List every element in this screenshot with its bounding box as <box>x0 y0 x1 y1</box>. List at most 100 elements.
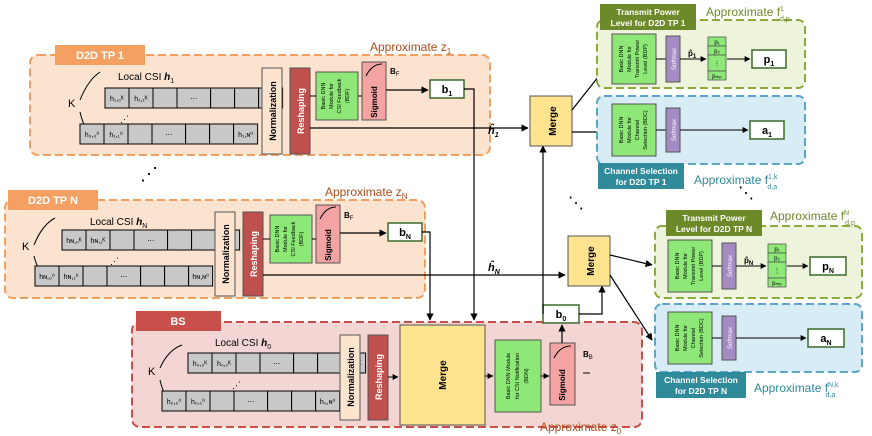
tpN-csi-sym: h <box>136 217 142 228</box>
right1-bdp-line4: Level (BDP) <box>643 44 649 74</box>
bs-bits-sub: B <box>589 355 593 361</box>
tp1-normalization-label: Normalization <box>268 81 278 141</box>
tp1-top-cell-label: ⋯ <box>190 96 197 103</box>
rightN-p-output-box <box>809 256 847 276</box>
tp1-tag <box>55 45 145 65</box>
tpN-bdf-line4: (BDF) <box>299 232 305 247</box>
svg-text:p̂1: p̂1 <box>688 49 697 60</box>
svg-text:⋰: ⋰ <box>232 380 241 390</box>
right1-p-output-sub: 1 <box>770 61 774 68</box>
rightN-a-output: a <box>820 333 827 345</box>
tp1-sigmoid-curve <box>365 63 383 77</box>
tpN-bdf-line1: Basic DNN <box>275 226 281 253</box>
svg-text:p1: p1 <box>764 54 775 68</box>
right1-power-title-box <box>600 4 696 30</box>
svg-text:b1: b1 <box>442 84 453 98</box>
right1-pvec-cell-label: p₂ <box>714 49 720 55</box>
svg-text:⋰: ⋰ <box>120 114 129 124</box>
tp1-k-label: K <box>68 98 76 110</box>
tpN-sigmoid-label: Sigmoid <box>324 229 333 261</box>
tpN-bdf-line3: CSI Feedback <box>291 221 297 256</box>
tpN-k-label: K <box>22 241 30 253</box>
rightN-approx-p: Approximate f <box>770 209 845 223</box>
rightN-bdc-line3: Channel <box>691 328 697 349</box>
tpN-bits-sub: F <box>350 216 354 222</box>
tp1-csi-sub: 1 <box>170 78 174 85</box>
tpN-top-cell <box>191 229 217 251</box>
tp1-csi-label: Local CSI <box>118 72 164 83</box>
bs-top-cell-label: h₀,₁ᴷ <box>217 361 231 368</box>
tp1-top-cell <box>210 87 236 109</box>
rightN-channel-title-box <box>656 372 746 398</box>
right1-bdc-line1: Basic DNN <box>619 117 625 144</box>
tpN-normalization-block <box>214 211 236 297</box>
tp1-approx: Approximate z <box>370 40 447 54</box>
right1-bdp-block <box>611 33 657 85</box>
right1-phat-sub: 1 <box>693 54 697 60</box>
tpN-tag <box>8 190 98 210</box>
svg-text:⋱: ⋱ <box>568 195 584 212</box>
tp1-bdf-block <box>315 71 359 121</box>
svg-text:pN: pN <box>822 261 834 275</box>
bs-k-label: K <box>148 366 156 378</box>
rightN-a-output-sub: N <box>827 340 832 347</box>
rightN-power-title-box <box>666 210 762 236</box>
tp1-normalization-block <box>261 67 283 155</box>
tp1-tag-label: D2D TP 1 <box>76 50 124 62</box>
right1-approx-p: Approximate f <box>706 5 781 19</box>
tpN-bot-cell <box>188 265 214 287</box>
svg-text:ĥN: ĥN <box>488 260 501 276</box>
rightN-bdp-block <box>667 239 713 293</box>
bs-tag-label: BS <box>170 316 185 328</box>
tp1-output: b <box>442 84 449 96</box>
tpN-top-cell <box>109 229 135 251</box>
rightN-approx-a-sup: N,k <box>828 382 839 389</box>
right1-approx-p-sub: d,p <box>780 16 790 23</box>
tpN-top-cell-label: ⋯ <box>147 238 154 245</box>
rightN-pvec-cell-label: p₂ <box>774 256 780 262</box>
tpN-bot-cell <box>164 265 190 287</box>
svg-text:Approximate z1: Approximate z1 <box>370 40 452 56</box>
svg-text:BF: BF <box>344 211 354 222</box>
tpN-top-cell <box>167 229 193 251</box>
svg-text:a1: a1 <box>762 125 772 139</box>
tp1-bot-cell-label: ⋯ <box>165 132 172 139</box>
right1-power-title-line2: Level for D2D TP 1 <box>611 18 686 28</box>
right1-phat: p̂ <box>688 49 693 58</box>
rightN-bdp-line3: Transmit Power <box>691 247 697 285</box>
svg-text:Approximate f1,kd,a: Approximate f1,kd,a <box>694 173 778 191</box>
right1-channel-panel: Basic DNN Module for Channel Selection (… <box>596 95 806 191</box>
svg-text:BF: BF <box>390 67 400 78</box>
right1-channel-title-line2: for D2D TP 1 <box>616 177 667 187</box>
right1-merge-block <box>529 95 573 147</box>
rightN-pvec-cell <box>767 277 787 288</box>
svg-text:Approximate z0: Approximate z0 <box>540 420 622 436</box>
right1-bdc-line4: Selection (BDC) <box>643 110 649 150</box>
right1-pvec-cell-label: p₁ <box>714 40 719 46</box>
tp1-k-brace <box>79 71 101 101</box>
bs-bdn-line2: for CSI Notification <box>515 353 521 399</box>
tpN-bot-cell <box>140 265 166 287</box>
rightN-bdc-line1: Basic DNN <box>675 325 681 352</box>
bs-csi-label: Local CSI <box>215 338 261 349</box>
rightN-bdp-line2: Module for <box>683 253 689 279</box>
tpN-bdf-line2: Module for <box>283 226 289 252</box>
tp1-top-cell-label: h₁,₀ᴷ <box>110 96 124 103</box>
rightN-channel-title-line1: Channel Selection <box>664 375 738 385</box>
tp1-bot-cell-label: h₁,₁⁰ <box>109 131 123 139</box>
bs-bdn-block <box>494 339 542 413</box>
right1-power-title-line1: Transmit Power <box>616 7 680 17</box>
rightN-merge-block <box>567 235 611 287</box>
right1-power-panel: Transmit Power Level for D2D TP 1 Approx… <box>596 4 806 89</box>
tp1-bdf-line3: CSI Feedback <box>337 78 343 113</box>
bs-top-cell <box>293 352 319 374</box>
tpN-csi-label: Local CSI <box>90 217 136 228</box>
tp1-sigmoid-label: Sigmoid <box>370 86 379 118</box>
right1-bdp-line2: Module for <box>627 46 633 72</box>
bs-bits: B <box>583 350 589 359</box>
